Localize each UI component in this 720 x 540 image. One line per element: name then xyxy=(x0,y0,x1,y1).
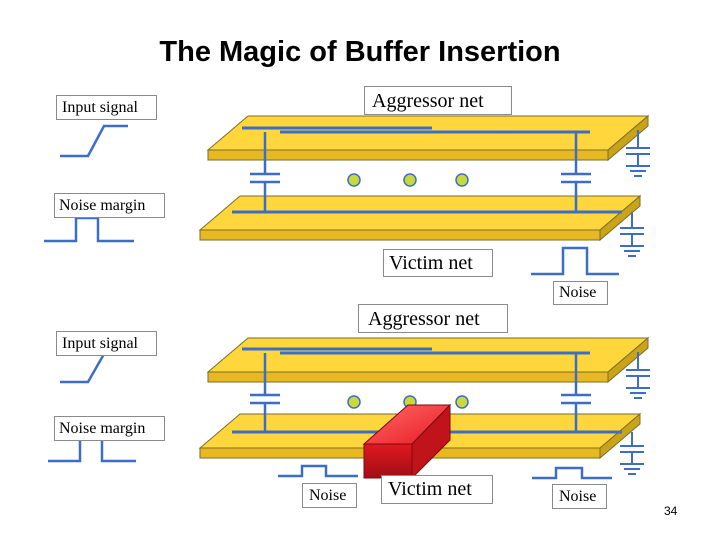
input-ramp-waveform-bottom xyxy=(60,352,128,384)
aggressor-net-label-bottom: Aggressor net xyxy=(358,304,508,333)
aggressor-plate-bottom xyxy=(206,336,650,384)
ground-capacitor-aggressor-bottom xyxy=(626,352,650,399)
input-signal-label-top: Input signal xyxy=(56,95,157,120)
input-signal-label-bottom: Input signal xyxy=(56,331,157,356)
coupling-capacitor-left-bottom xyxy=(250,353,280,432)
noise-label-after-buffer: Noise xyxy=(552,484,607,509)
input-ramp-waveform-top xyxy=(60,124,128,158)
aggressor-wire-top xyxy=(242,126,590,134)
noise-margin-label-bottom: Noise margin xyxy=(54,416,165,441)
aggressor-net-label-top: Aggressor net xyxy=(364,86,512,115)
buffer-block xyxy=(362,403,452,480)
coupling-capacitor-left-top xyxy=(250,132,280,212)
noise-pulse-after-buffer xyxy=(532,466,612,480)
ellipsis-dots-top xyxy=(347,173,469,187)
ground-capacitor-victim-top xyxy=(620,212,644,257)
noise-margin-label-top: Noise margin xyxy=(54,193,165,218)
aggressor-plate-top xyxy=(206,114,650,162)
noise-label-before-buffer: Noise xyxy=(302,483,357,508)
victim-net-label-top: Victim net xyxy=(383,249,493,277)
page-number: 34 xyxy=(664,504,678,518)
noise-margin-pulse-top xyxy=(44,216,134,243)
coupling-capacitor-right-top xyxy=(561,132,591,212)
ground-capacitor-aggressor-top xyxy=(626,130,650,177)
noise-pulse-before-buffer xyxy=(278,464,358,478)
victim-noise-pulse-top xyxy=(531,246,619,276)
aggressor-wire-bottom xyxy=(242,347,590,355)
ground-capacitor-victim-bottom xyxy=(620,432,644,475)
victim-net-label-bottom: Victim net xyxy=(381,475,493,504)
slide-title: The Magic of Buffer Insertion xyxy=(159,36,561,68)
noise-label-top: Noise xyxy=(553,281,608,305)
coupling-capacitor-right-bottom xyxy=(561,353,591,432)
